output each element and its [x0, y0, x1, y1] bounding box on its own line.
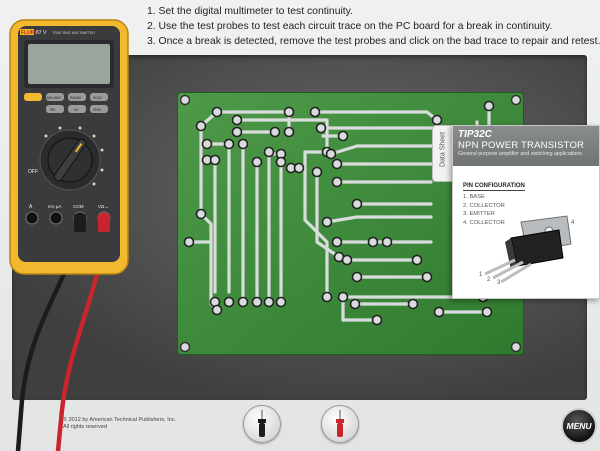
range-button[interactable] [68, 93, 86, 101]
data-sheet-header: TIP32C NPN POWER TRANSISTOR General purp… [453, 126, 599, 166]
pin-item: 3. EMITTER [463, 211, 495, 217]
brand-logo: FLUKE [21, 30, 38, 36]
peak-button[interactable] [90, 105, 108, 113]
hold-label: HOLD [93, 96, 103, 100]
jack-label-a: A [29, 204, 33, 210]
pin-number-label: 1 [479, 272, 483, 278]
black-probe-plug[interactable] [74, 214, 86, 232]
pin-item: 1. BASE [463, 194, 485, 200]
instruction-1: 1. Set the digital multimeter to test co… [147, 6, 353, 17]
copyright: © 2012 by American Technical Publishers,… [63, 417, 176, 431]
lcd-display [28, 44, 110, 84]
red-probe-icon [336, 410, 344, 437]
data-sheet-tab[interactable]: Data Sheet [432, 125, 453, 182]
transistor-image: 1 2 3 4 [479, 215, 575, 284]
pin-item: 2. COLLECTOR [463, 202, 505, 209]
rel-button[interactable] [46, 105, 64, 113]
jack-label-com: COM [73, 204, 84, 209]
minmax-label: MIN MAX [47, 96, 62, 100]
instruction-2: 2. Use the test probes to test each circ… [147, 21, 553, 32]
copyright-line-2: All rights reserved [63, 424, 108, 430]
copyright-line-1: © 2012 by American Technical Publishers,… [63, 417, 177, 423]
range-label: RANGE [70, 96, 81, 100]
part-number: TIP32C [458, 129, 492, 140]
hz-label: Hz [74, 108, 78, 112]
model-number: 87 V [36, 30, 47, 36]
jack-label-ma: mA µA [48, 204, 61, 209]
brand-logo-box [20, 29, 34, 35]
rel-label: REL [50, 108, 56, 112]
pin-item: 4. COLLECTOR [463, 219, 505, 226]
black-probe-icon [258, 410, 266, 437]
part-description: General purpose amplifier and switching … [458, 151, 582, 157]
instructions: 1. Set the digital multimeter to test co… [147, 4, 600, 49]
red-probe-plug[interactable] [98, 214, 110, 232]
peak-label: PEAK [93, 108, 102, 112]
solder-pads[interactable] [183, 100, 495, 326]
pin-config-title: PIN CONFIGURATION [463, 183, 525, 191]
data-sheet-card: TIP32C NPN POWER TRANSISTOR General purp… [452, 125, 600, 299]
black-probe-button[interactable] [243, 405, 281, 443]
jack-label-v: VΩ→ [98, 204, 109, 209]
pin-number-label: 4 [571, 220, 575, 226]
mid-button-row: REL Hz PEAK [46, 105, 108, 113]
digital-multimeter[interactable]: FLUKE 87 V TRUE RMS MULTIMETER MIN MAX R… [8, 18, 130, 281]
amp-jack[interactable] [25, 211, 39, 225]
model-subtitle: TRUE RMS MULTIMETER [52, 31, 95, 35]
yellow-button[interactable] [24, 93, 42, 101]
instruction-3: 3. Once a break is detected, remove the … [147, 36, 600, 47]
menu-label: MENU [566, 421, 592, 431]
pin-number-label: 3 [497, 280, 501, 284]
menu-button[interactable]: MENU [561, 408, 597, 444]
hold-button[interactable] [90, 93, 108, 101]
dial-markings [44, 126, 104, 186]
hz-button[interactable] [68, 105, 86, 113]
dial-off-label: OFF [28, 169, 38, 175]
rotary-dial-knob[interactable] [47, 137, 93, 183]
part-name: NPN POWER TRANSISTOR [458, 140, 585, 151]
milliamp-jack[interactable] [49, 211, 63, 225]
top-button-row: MIN MAX RANGE HOLD [24, 93, 108, 101]
pin-list: 1. BASE 2. COLLECTOR 3. EMITTER 4. COLLE… [463, 193, 505, 227]
data-sheet-panel: Data Sheet TIP32C NPN POWER TRANSISTOR G… [432, 125, 600, 299]
red-probe-button[interactable] [321, 405, 359, 443]
minmax-button[interactable] [46, 93, 64, 101]
pin-number-label: 2 [487, 277, 491, 283]
